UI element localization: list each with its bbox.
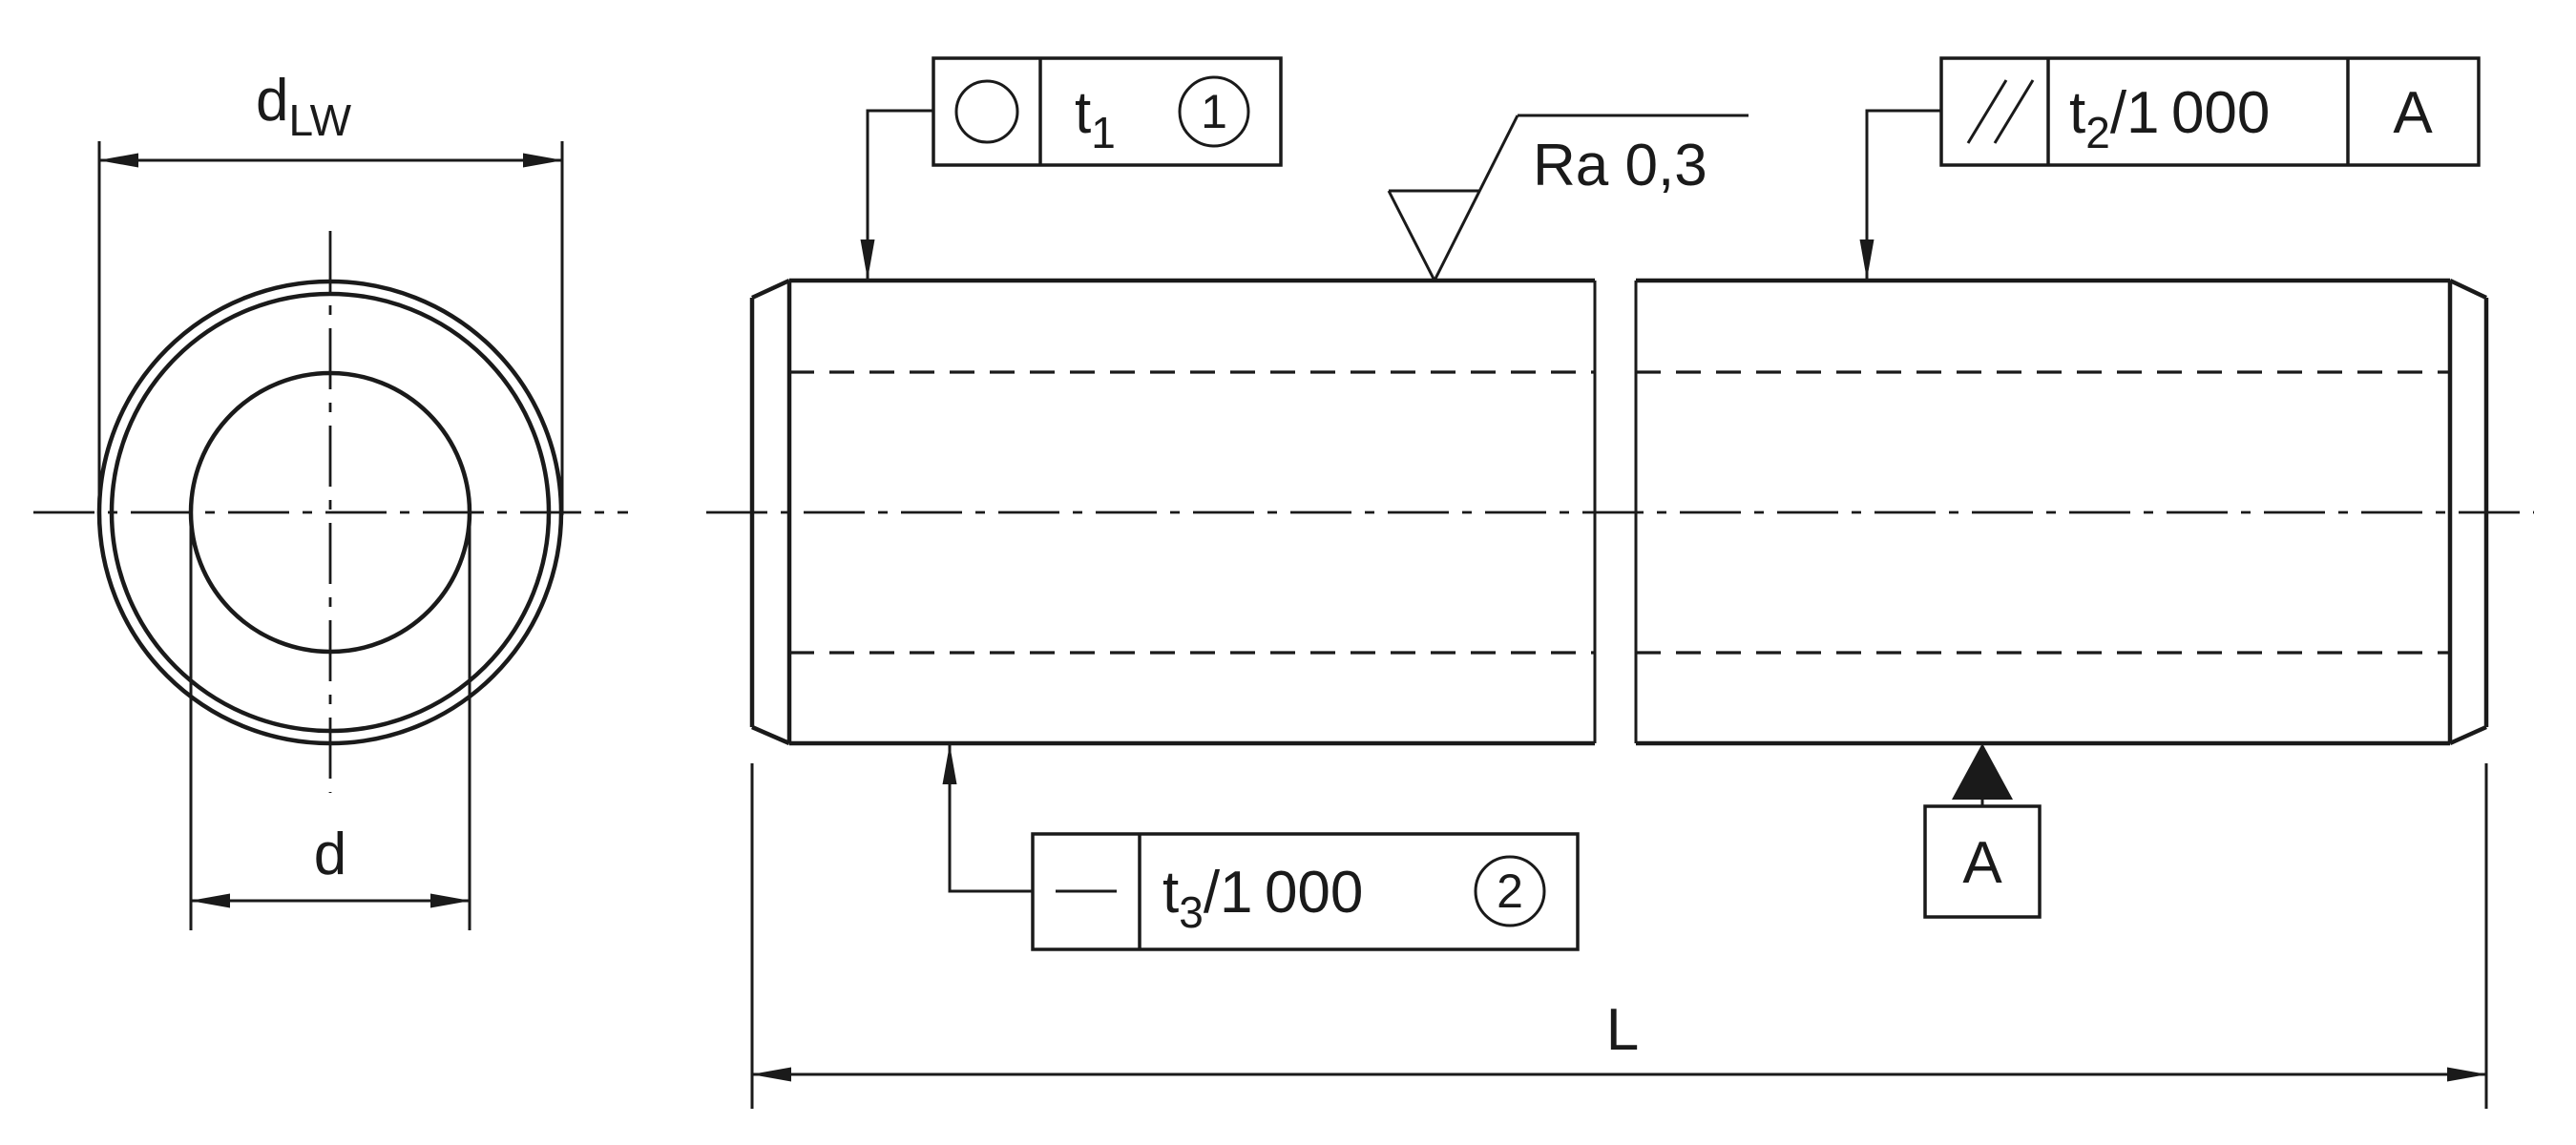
parallelism-tolerance: t2/1 000 — [2069, 80, 2270, 157]
dimension-length: L — [750, 763, 2488, 1109]
feature-control-frame — [1031, 832, 1580, 951]
outer-diameter-label: dLW — [256, 68, 352, 145]
bore-circle — [188, 370, 472, 655]
datum-reference: A — [2393, 80, 2433, 146]
datum-flag: A — [1923, 743, 2042, 919]
datum-letter: A — [1962, 830, 2002, 896]
dimension-outer-diameter: dLW — [97, 68, 564, 515]
side-view: L — [706, 278, 2534, 1109]
feature-control-frame — [932, 56, 1283, 167]
leader-line — [942, 744, 1033, 893]
feature-control-frame — [1939, 56, 2481, 167]
symbol-long-leg — [1433, 114, 1519, 281]
shaft-outline — [749, 278, 2489, 746]
section-view: dLW d — [33, 68, 628, 930]
hidden-bore-lines — [789, 370, 2450, 655]
machining-required-check-icon — [1387, 114, 1749, 281]
surface-roughness-value: Ra 0,3 — [1533, 133, 1707, 198]
leader-line — [1859, 109, 1941, 280]
note-balloon-circle — [1474, 855, 1546, 927]
note-balloon-number: 2 — [1497, 864, 1523, 918]
left-top-chamfer — [751, 278, 790, 301]
slash-1 — [1966, 79, 2008, 144]
parallelism-slashes-icon — [1966, 79, 2035, 144]
straightness-tolerance: t3/1 000 — [1162, 860, 1363, 937]
datum-triangle-icon — [1952, 743, 2013, 800]
circularity-tolerance: t1 — [1075, 80, 1116, 157]
circularity-callout: t1 1 — [860, 56, 1283, 280]
datum-box — [1923, 804, 2042, 919]
surface-finish-callout: Ra 0,3 — [1387, 114, 1749, 281]
slash-2 — [1993, 79, 2035, 144]
length-label: L — [1606, 997, 1639, 1063]
parallelism-callout: t2/1 000 A — [1859, 56, 2481, 280]
right-bottom-chamfer — [2449, 724, 2487, 746]
inner-diameter-label: d — [314, 822, 346, 887]
right-top-chamfer — [2449, 278, 2487, 301]
note-balloon-circle — [1178, 75, 1250, 148]
left-bottom-chamfer — [751, 724, 790, 746]
dimension-inner-diameter: d — [189, 520, 471, 930]
note-balloon-number: 1 — [1201, 85, 1227, 138]
outer-chamfer-circle — [109, 291, 552, 734]
circularity-circle-icon — [954, 79, 1019, 144]
symbol-left-leg — [1387, 190, 1436, 281]
straightness-callout: t3/1 000 2 — [942, 744, 1580, 951]
leader-line — [860, 109, 933, 280]
